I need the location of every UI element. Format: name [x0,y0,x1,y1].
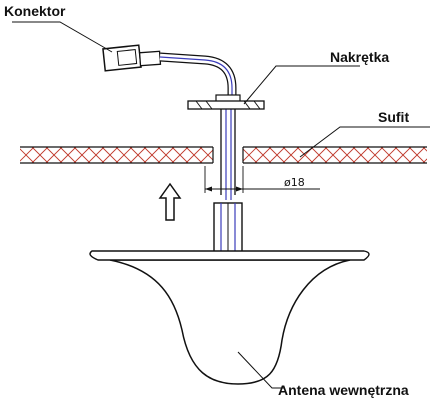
hatch-line [20,148,35,163]
up-arrow-icon [158,182,182,221]
connector-ferrule [138,50,162,67]
leader-ceiling [299,126,430,158]
hatch-line [59,147,77,163]
hatch-line [310,147,328,163]
hatch-line [366,147,384,163]
hatch-line [199,147,213,161]
nut [187,94,265,110]
hatch-line [129,147,147,163]
cable [159,52,237,100]
hatch-line [214,147,230,163]
hatch-line [422,158,427,163]
antenna-stud [213,202,243,254]
antenna-dome [109,259,351,385]
ceiling-hatch-left [20,147,230,163]
hatch-line [115,147,133,163]
connector-body [102,44,142,72]
hatch-line [171,147,189,163]
leader-antenna [237,351,285,389]
hatch-line [338,147,356,163]
antenna-base-plate [89,250,370,261]
connector-label: Konektor [4,3,66,19]
diameter-dimension: ø18 [204,166,320,193]
hatch-line [20,147,21,148]
hatch-line [324,147,342,163]
leader-connector [12,21,113,53]
leader-lines [12,21,430,389]
leader-nut [243,65,360,105]
nut-label: Nakrętka [330,49,389,65]
hatch-line [282,147,300,163]
hatch-line [214,147,230,163]
hatch-line [380,147,398,163]
hatch-line [87,147,105,163]
diameter-label: ø18 [284,176,305,189]
connector [102,44,162,72]
hatch-line [185,147,203,163]
mount-pipe [220,96,236,200]
antenna-label: Antena wewnętrzna [278,382,409,398]
hatch-line [422,147,427,152]
hatch-line [243,148,258,163]
nut-washer [187,100,265,110]
hatch-line [101,147,119,163]
connector-inner [116,49,138,66]
ceiling-hatch-right [243,147,427,163]
hatch-line [157,147,175,163]
ceiling-slab [20,146,427,164]
hatch-line [31,147,49,163]
hatch-line [394,147,412,163]
ceiling-label: Sufit [378,109,409,125]
hatch-line [143,147,161,163]
cable-core [159,56,233,100]
hatch-line [268,147,286,163]
hatch-line [408,147,426,163]
hatch-line [352,147,370,163]
hatch-line [296,147,314,163]
hatch-line [45,147,63,163]
antenna-body [89,250,370,385]
hatch-line [20,162,21,163]
hatch-line [73,147,91,163]
hatch-line [254,147,272,163]
